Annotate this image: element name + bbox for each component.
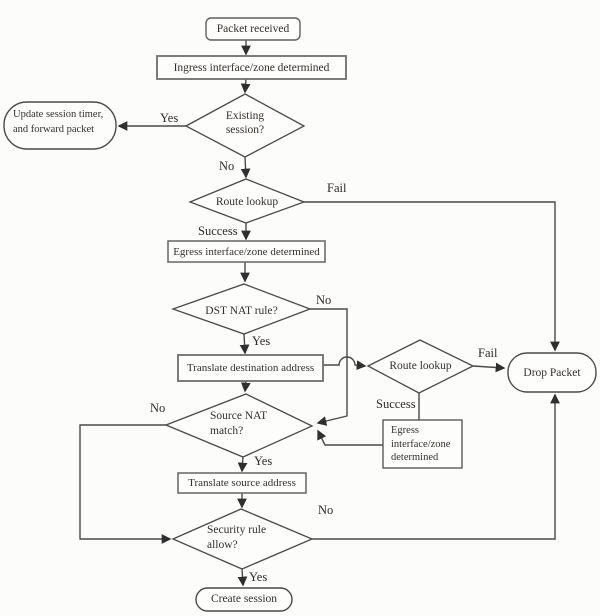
- translate-src-shape: [177, 472, 307, 494]
- security-rule-label: Security rule allow?: [207, 523, 266, 553]
- edge-label-route1-fail: Fail: [327, 181, 347, 195]
- update-session-label-line2: and forward packet: [13, 124, 95, 135]
- edge-security-no: [312, 393, 560, 540]
- egress2-label-line2: interface/zone: [391, 438, 451, 450]
- dst-nat-label: DST NAT rule?: [205, 305, 278, 317]
- edge-label-existing-no: No: [219, 159, 235, 173]
- create-session-label: Create session: [210, 593, 278, 605]
- security-rule-label-line1: Security rule: [207, 524, 267, 536]
- edge-egress2-to-sourcenat: [317, 429, 383, 446]
- egress2-shape: [382, 419, 463, 469]
- translate-dst-label: Translate destination address: [186, 362, 315, 374]
- update-session-label-line1: Update session timer,: [13, 109, 104, 120]
- security-rule-label-line2: allow?: [207, 539, 238, 551]
- drop-packet-label: Drop Packet: [523, 367, 581, 379]
- egress1-label: Egress interface/zone determined: [173, 246, 320, 258]
- translate-src-label: Translate source address: [188, 477, 296, 489]
- edge-ingress-to-existing: [240, 78, 251, 94]
- route-lookup2-label: Route lookup: [389, 360, 452, 372]
- edge-label-dstnat-no: No: [316, 293, 332, 307]
- edge-route1-fail: [304, 201, 560, 352]
- edge-label-existing-yes: Yes: [160, 111, 179, 125]
- edge-sourcenat-no: [79, 424, 172, 544]
- egress1-shape: [167, 240, 326, 263]
- packet-received-shape: [205, 17, 301, 41]
- existing-session-label-line1: Existing: [225, 110, 265, 122]
- existing-session-label-line2: session?: [225, 124, 265, 136]
- edge-label-route2-fail: Fail: [478, 346, 498, 360]
- edge-translatedst-to-sourcenat: [240, 380, 251, 393]
- route-lookup2-shape: [366, 339, 475, 394]
- edge-route2-fail: [472, 362, 506, 373]
- edge-translatedst-to-route2: [323, 356, 367, 371]
- existing-session-label: Existing session?: [186, 109, 304, 137]
- route-lookup1-shape: [188, 178, 306, 224]
- edge-label-sourcenat-yes: Yes: [254, 454, 273, 468]
- edge-label-security-yes: Yes: [249, 570, 268, 584]
- update-session-shape: [3, 101, 117, 150]
- dst-nat-shape: [171, 283, 312, 335]
- edge-label-sourcenat-no: No: [150, 401, 166, 415]
- edge-dstnat-yes: [239, 333, 250, 355]
- edge-label-security-no: No: [318, 503, 334, 517]
- ingress-shape: [156, 55, 347, 80]
- edge-existing-no: [240, 156, 251, 179]
- ingress-label: Ingress interface/zone determined: [173, 62, 330, 74]
- create-session-shape: [195, 587, 293, 612]
- source-nat-label: Source NAT match?: [210, 409, 267, 438]
- security-rule-shape: [171, 508, 314, 570]
- source-nat-shape: [164, 393, 314, 458]
- drop-packet-shape: [507, 352, 597, 393]
- edge-label-dstnat-yes: Yes: [252, 334, 271, 348]
- egress2-label-line3: determined: [391, 452, 439, 463]
- translate-dst-shape: [177, 354, 324, 382]
- source-nat-label-line1: Source NAT: [210, 410, 268, 422]
- update-session-label: Update session timer, and forward packet: [13, 107, 103, 137]
- edge-label-route1-success: Success: [198, 224, 238, 238]
- packet-received-label: Packet received: [216, 23, 290, 35]
- source-nat-label-line2: match?: [210, 424, 244, 437]
- existing-session-shape: [184, 93, 306, 158]
- route-lookup1-label: Route lookup: [215, 196, 279, 208]
- edge-label-route2-success: Success: [376, 397, 416, 411]
- edge-dstnat-no: [310, 308, 348, 426]
- edge-security-yes: [237, 568, 248, 587]
- egress2-label: Egress interface/zone determined: [391, 424, 450, 465]
- edge-sourcenat-yes: [237, 456, 248, 473]
- egress2-label-line1: Egress: [391, 425, 419, 436]
